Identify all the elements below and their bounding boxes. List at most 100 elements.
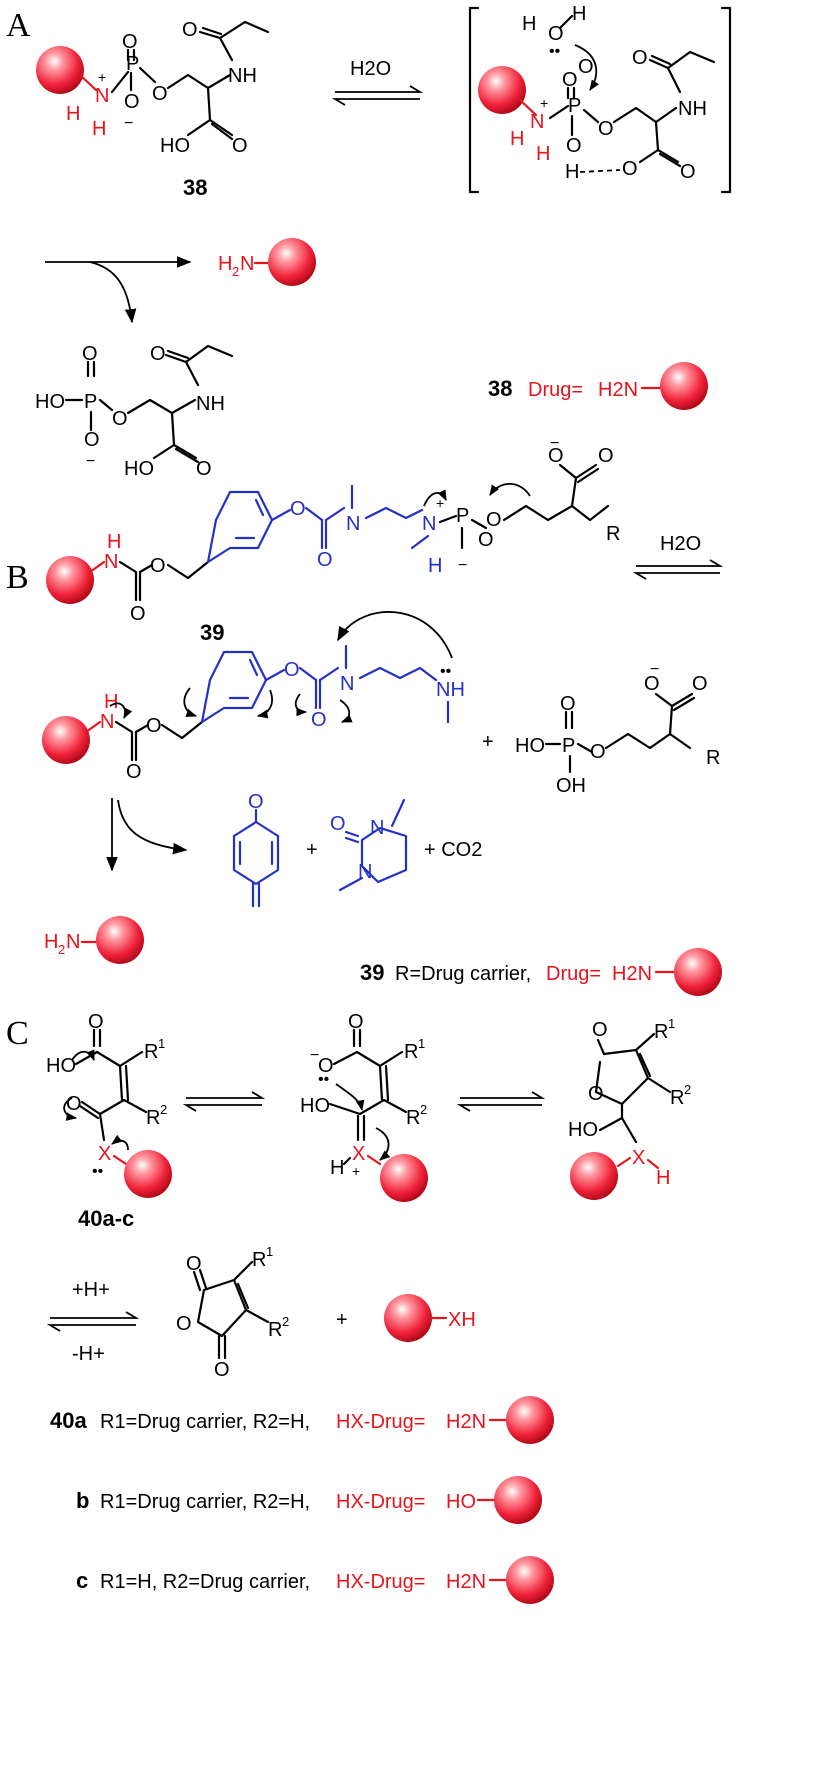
svg-text:R1=Drug carrier, R2=H,: R1=Drug carrier, R2=H, [100,1491,310,1513]
svg-text:NH: NH [228,65,257,87]
svg-text:Drug=: Drug= [546,963,601,985]
equilibrium-arrow-c1 [182,1091,266,1112]
svg-text:H2N: H2N [612,963,652,985]
svg-text:2: 2 [420,1102,427,1117]
svg-text:HO: HO [124,458,154,480]
svg-text:2: 2 [684,1082,691,1097]
svg-text:39: 39 [360,960,384,985]
panel-label-b: B [6,559,29,596]
transition-state: H O H •• N + H H P O O O O NH O O O H [468,3,732,194]
compound-number-38: 38 [183,175,207,200]
svg-text:O: O [562,69,578,91]
svg-text:NH: NH [678,98,707,120]
caption-c-c: c R1=H, R2=Drug carrier, HX-Drug= H2N [76,1556,554,1604]
svg-text:O: O [122,31,138,53]
svg-text:−: − [124,115,133,132]
drug-sphere [42,716,90,764]
svg-text:40a: 40a [50,1408,87,1433]
svg-text:O: O [150,555,166,577]
svg-text:O: O [590,741,606,763]
svg-text:O: O [566,135,582,157]
svg-text:N: N [370,817,384,839]
drug-sphere [46,556,94,604]
svg-text:2: 2 [160,1102,167,1117]
svg-text:O: O [232,135,248,157]
svg-text:H: H [428,555,442,577]
svg-text:N: N [240,253,254,275]
drug-sphere [674,948,722,996]
svg-text:••: •• [318,1071,329,1088]
svg-text:1: 1 [158,1036,165,1051]
svg-text:R: R [670,1087,684,1109]
svg-text:O: O [348,1011,364,1033]
drug-sphere [494,1476,542,1524]
svg-text:H: H [572,3,586,25]
svg-text:−: − [86,453,95,470]
svg-text:N: N [422,513,436,535]
svg-text:H: H [565,161,579,183]
svg-text:P: P [126,53,139,75]
equilibrium-arrow-a: H2O [331,58,424,106]
drug-sphere [380,1154,428,1202]
svg-text:O: O [126,761,142,783]
equilibrium-arrow-b: H2O [632,533,724,580]
svg-text:H2O: H2O [350,58,391,80]
svg-text:HO: HO [35,391,65,413]
products-c: +H+ -H+ O O R 1 R 2 O + XH [46,1244,476,1381]
svg-text:••: •• [440,663,451,680]
svg-text:NH: NH [196,393,225,415]
svg-text:O: O [560,693,576,715]
svg-text:+: + [540,95,548,111]
svg-text:H: H [536,143,550,165]
svg-text:O: O [622,158,638,180]
svg-text:O: O [152,83,168,105]
svg-text:XH: XH [448,1309,476,1331]
intermediate-b: N H O O O O N NH •• [42,611,465,783]
svg-text:O: O [176,1313,192,1335]
svg-text:H: H [510,128,524,150]
drug-sphere [268,238,316,286]
svg-text:R1=Drug carrier, R2=H,: R1=Drug carrier, R2=H, [100,1411,310,1433]
svg-text:HO: HO [300,1095,330,1117]
svg-text:O: O [592,1019,608,1041]
svg-text:+: + [352,1163,360,1179]
products-b: O + O N N + CO2 H 2 N [44,791,482,964]
svg-text:−: − [550,435,559,452]
svg-text:R: R [406,1107,420,1129]
drug-sphere [570,1152,618,1200]
svg-text:HO: HO [568,1119,598,1141]
svg-text:+: + [436,495,444,511]
svg-text:2: 2 [232,264,239,279]
svg-text:H: H [92,118,106,140]
svg-text:O: O [330,813,346,835]
drug-sphere [506,1396,554,1444]
svg-text:O: O [598,445,614,467]
svg-text:38: 38 [488,376,512,401]
svg-text:X: X [98,1143,111,1165]
panel-label-c: C [6,1015,29,1052]
drug-sphere [124,1150,172,1198]
svg-text:H: H [330,1157,344,1179]
svg-text:R: R [606,523,620,545]
svg-text:NH: NH [436,679,465,701]
svg-text:X: X [632,1147,645,1169]
svg-text:O: O [124,91,140,113]
svg-text:HO: HO [515,735,545,757]
svg-text:+: + [482,731,494,753]
svg-text:H2O: H2O [660,533,701,555]
svg-text:N: N [100,711,114,733]
svg-text:HO: HO [46,1055,76,1077]
svg-text:••: •• [92,1163,103,1180]
svg-text:O: O [680,161,696,183]
svg-text:O: O [692,673,708,695]
svg-text:HX-Drug=: HX-Drug= [336,1571,425,1593]
svg-text:H: H [104,691,118,713]
equilibrium-arrow-c2 [456,1091,546,1112]
svg-text:P: P [568,95,581,117]
svg-text:H2N: H2N [598,379,638,401]
svg-text:1: 1 [668,1016,675,1031]
svg-text:N: N [66,931,80,953]
svg-text:HO: HO [446,1491,476,1513]
svg-text:O: O [214,1359,230,1381]
